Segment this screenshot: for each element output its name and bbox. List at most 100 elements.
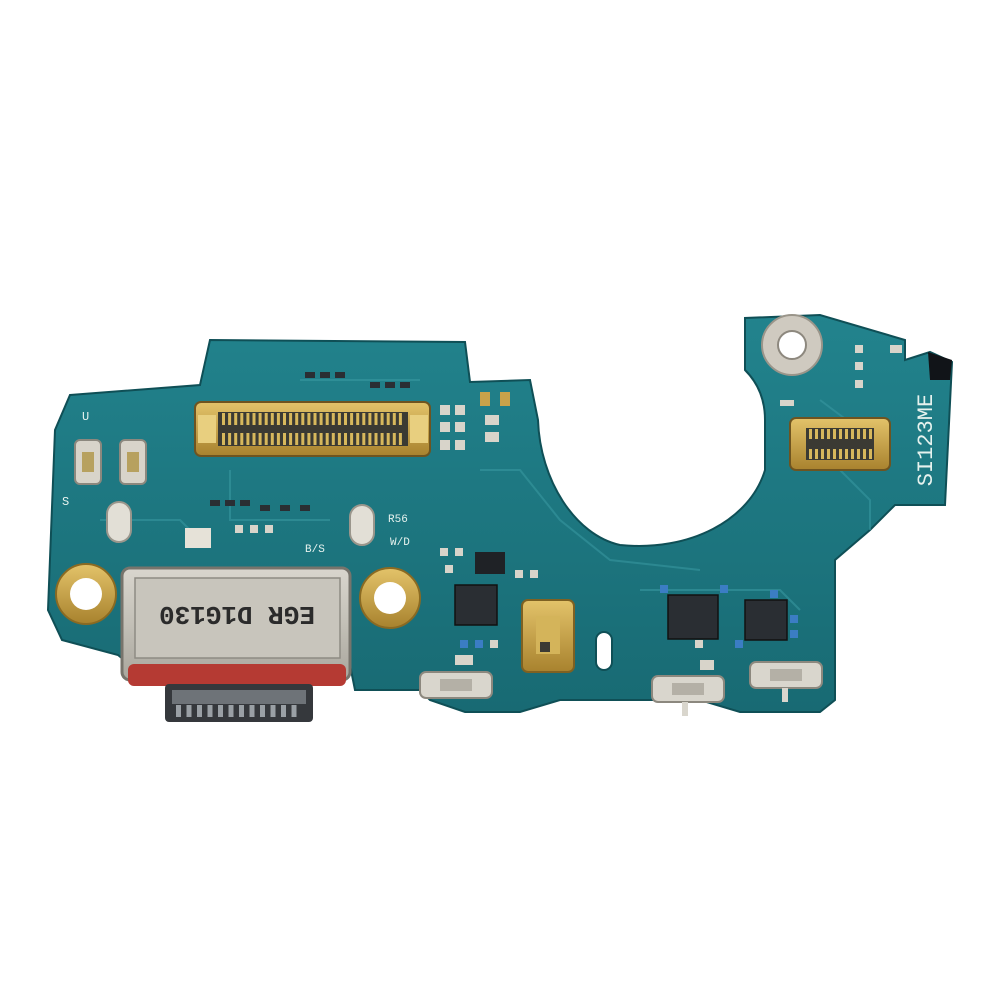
connector-pin <box>337 433 341 445</box>
connector-pin <box>362 433 366 445</box>
smd-part <box>440 405 450 415</box>
smd-part <box>265 525 273 533</box>
connector-pin <box>833 429 836 439</box>
smd-part <box>455 655 473 665</box>
smd-part <box>335 372 345 378</box>
connector-pin <box>392 433 396 445</box>
connector-pin <box>833 449 836 459</box>
connector-pin <box>362 413 366 425</box>
ic-chip-4 <box>475 552 505 574</box>
mounting-hole-top <box>761 314 823 376</box>
ic-chip-1 <box>454 584 498 626</box>
smd-part <box>185 528 211 548</box>
connector-pin <box>368 413 372 425</box>
connector-pin <box>331 413 335 425</box>
ic-chip-3 <box>744 599 788 641</box>
connector-pin <box>344 413 347 425</box>
connector-pin <box>258 433 262 445</box>
connector-pin <box>827 429 830 439</box>
passive-components <box>185 345 902 670</box>
connector-pin <box>295 413 299 425</box>
connector-pin <box>258 413 262 425</box>
smd-part <box>240 500 250 506</box>
connector-pin <box>869 449 872 459</box>
connector-pin <box>851 449 854 459</box>
smd-part <box>695 640 703 648</box>
connector-pin <box>344 433 347 445</box>
connector-pin <box>821 429 824 439</box>
smd-part <box>480 392 490 406</box>
smd-part <box>260 505 270 511</box>
board-code-text: SI123ME <box>914 394 939 486</box>
ic-chip-2 <box>667 594 719 640</box>
connector-pin <box>331 433 335 445</box>
smd-part <box>770 590 778 598</box>
smd-part <box>530 570 538 578</box>
connector-pin <box>276 413 280 425</box>
connector-pin <box>270 433 274 445</box>
silk-mid-3: B/S <box>305 544 325 556</box>
usb-pin <box>218 705 223 717</box>
usb-pin <box>270 705 276 717</box>
connector-pin <box>313 413 317 425</box>
connector-pin <box>319 433 323 445</box>
connector-pin <box>350 433 354 445</box>
connector-pin <box>350 413 354 425</box>
usb-pin <box>186 705 192 717</box>
connector-pin <box>863 449 866 459</box>
connector-pin <box>839 429 842 439</box>
connector-pin <box>857 449 860 459</box>
black-component-topright <box>928 352 952 380</box>
smd-part <box>455 440 465 450</box>
smd-part <box>440 548 448 556</box>
connector-pin <box>252 413 256 425</box>
connector-pin <box>240 413 244 425</box>
smd-part <box>855 380 863 388</box>
connector-pin <box>283 433 286 445</box>
smd-part <box>700 660 714 670</box>
mounting-hole-mid <box>359 567 421 629</box>
connector-pin <box>869 429 872 439</box>
connector-pin <box>319 413 323 425</box>
smd-part <box>210 500 220 506</box>
usb-pin <box>249 705 255 717</box>
smd-part <box>280 505 290 511</box>
connector-pin <box>392 413 396 425</box>
connector-pin <box>386 413 390 425</box>
connector-pin <box>264 413 268 425</box>
smd-part <box>225 500 235 506</box>
connector-pin <box>827 449 830 459</box>
mic-port-hole <box>595 631 613 671</box>
connector-pin <box>234 433 238 445</box>
spring-contact-left-1 <box>74 439 102 485</box>
connector-pin <box>863 429 866 439</box>
smd-part <box>250 525 258 533</box>
usb-pin <box>228 705 234 717</box>
connector-pin <box>398 413 402 425</box>
smd-part <box>735 640 743 648</box>
connector-pin <box>264 433 268 445</box>
usb-c-port: EGR D1G130 <box>120 566 352 722</box>
connector-pin <box>374 413 378 425</box>
spring-contact-left-2 <box>119 439 147 485</box>
smd-part <box>370 382 380 388</box>
connector-pin <box>851 429 854 439</box>
smd-part <box>475 640 483 648</box>
smd-part <box>445 565 453 573</box>
usb-pin <box>207 705 213 717</box>
smd-part <box>440 440 450 450</box>
connector-pin <box>228 433 232 445</box>
smd-part <box>780 400 794 406</box>
connector-pin <box>313 433 317 445</box>
smd-part <box>300 505 310 511</box>
connector-pin <box>398 433 402 445</box>
mounting-hole-left <box>55 563 117 625</box>
smd-part <box>890 345 902 353</box>
connector-pin <box>815 449 818 459</box>
smd-part <box>455 548 463 556</box>
smd-part <box>305 372 315 378</box>
microphone-module <box>521 599 575 673</box>
connector-pin <box>240 433 244 445</box>
smd-part <box>855 345 863 353</box>
connector-pin <box>857 429 860 439</box>
